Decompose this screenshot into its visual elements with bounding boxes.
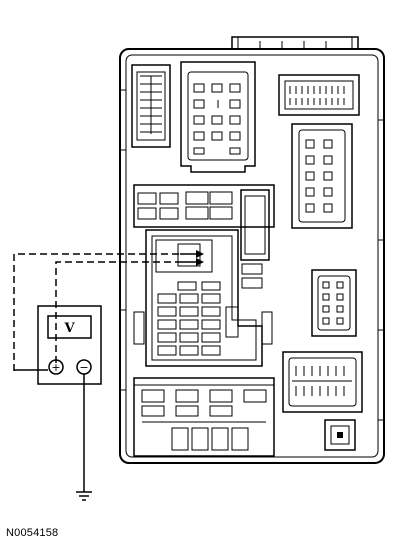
ground-lead bbox=[76, 374, 92, 501]
relay-block-upper bbox=[133, 184, 275, 261]
lower-compartment bbox=[133, 377, 275, 457]
connector-c1 bbox=[131, 64, 171, 148]
multimeter-display-symbol: V bbox=[63, 321, 75, 336]
junction-box bbox=[119, 36, 385, 464]
plus-terminal-symbol: + bbox=[51, 361, 60, 374]
connector-c6 bbox=[282, 351, 363, 413]
connector-c2 bbox=[180, 61, 256, 173]
fuse-panel bbox=[133, 229, 273, 367]
housing-outer bbox=[119, 48, 385, 464]
connector-c4 bbox=[291, 123, 353, 229]
multimeter-body bbox=[37, 305, 102, 385]
housing-ribs-right bbox=[378, 119, 384, 421]
probe-arrows bbox=[180, 250, 204, 266]
multimeter: V + − bbox=[37, 305, 102, 385]
connector-c3 bbox=[278, 74, 360, 116]
plus-terminal bbox=[48, 359, 64, 375]
housing-inner bbox=[125, 54, 379, 458]
test-lead-dashed bbox=[13, 253, 180, 371]
connector-c5 bbox=[311, 269, 357, 337]
multimeter-display bbox=[47, 315, 92, 339]
figure-id-label: N0054158 bbox=[6, 527, 59, 539]
connector-c7 bbox=[324, 419, 356, 451]
housing-ribs-left bbox=[120, 89, 126, 391]
fuse-grid bbox=[157, 263, 263, 356]
minus-terminal-symbol: − bbox=[79, 361, 88, 374]
